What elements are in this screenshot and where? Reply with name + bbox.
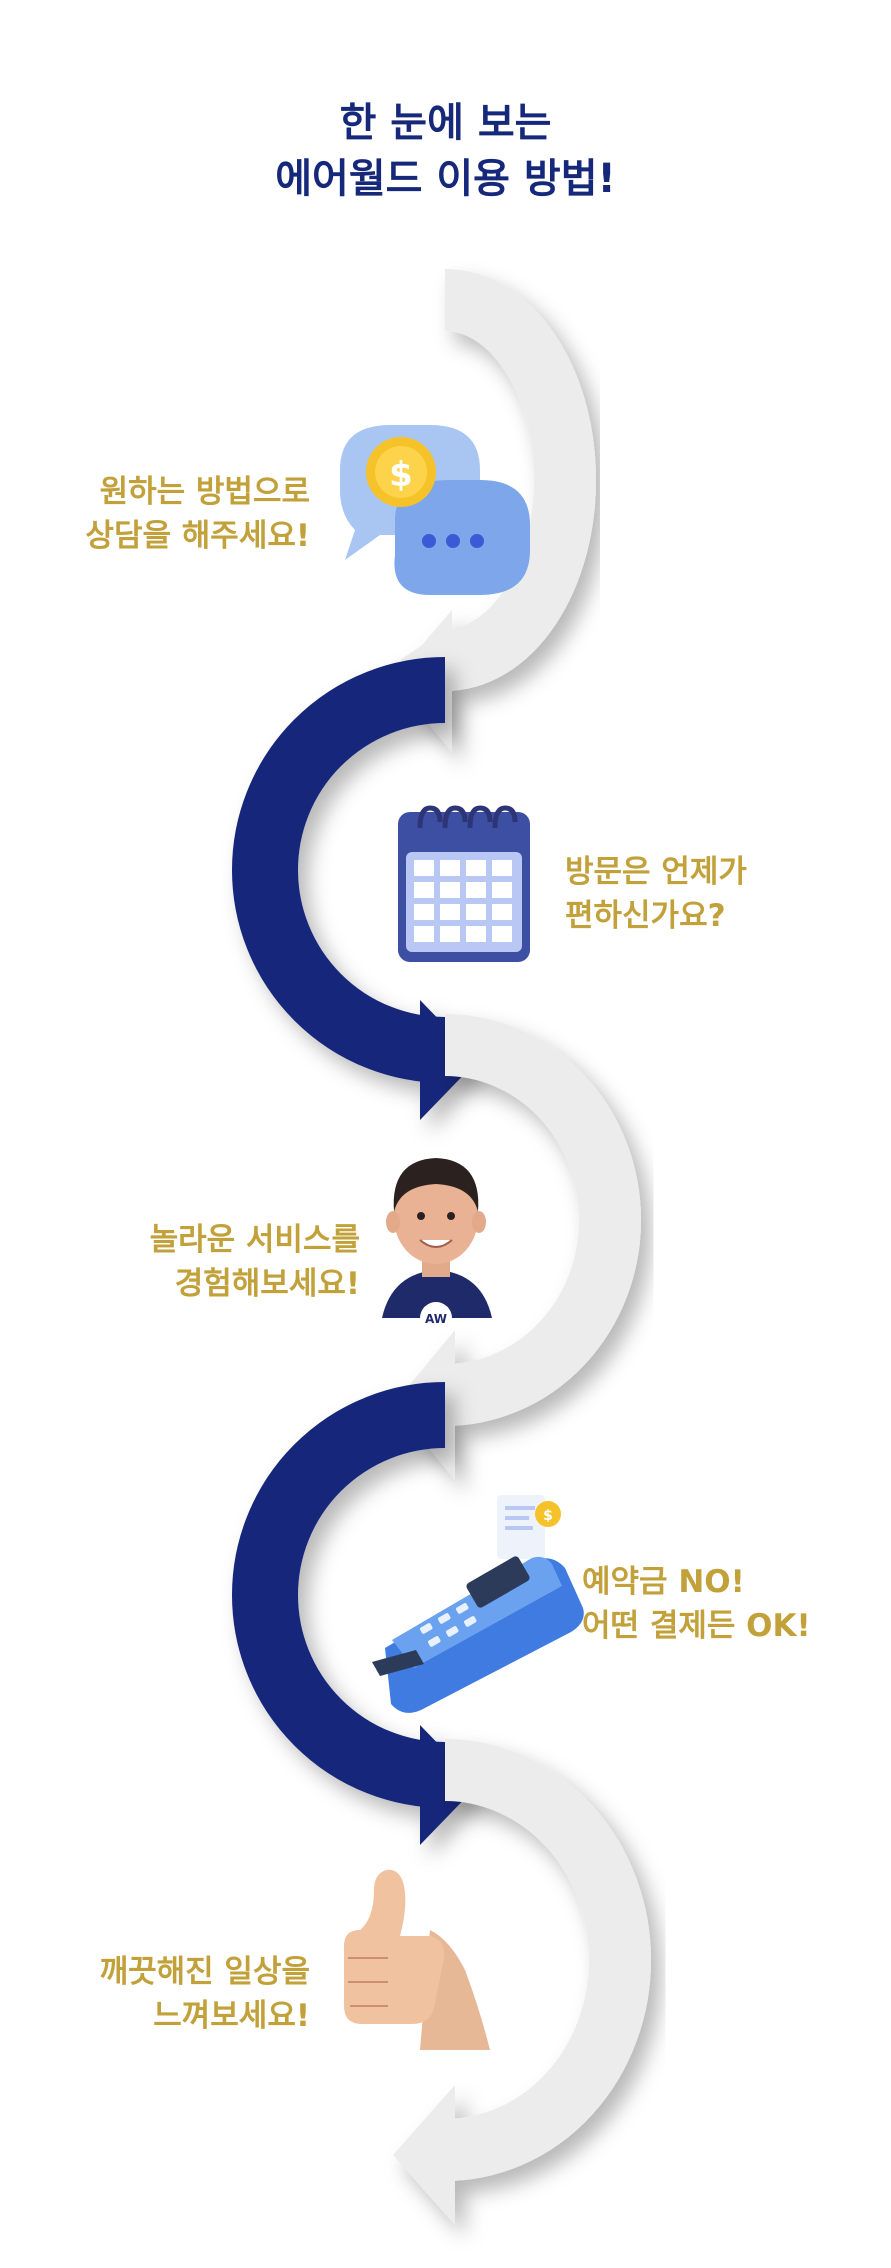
title-line-2: 에어월드 이용 방법! [275,156,616,202]
calendar-icon [398,805,530,962]
step-3-text: 놀라운 서비스를 경험해보세요! [40,1218,360,1306]
gray-arrow-3 [393,1739,651,2225]
step-5-line-1: 깨끗해진 일상을 [99,1954,310,1990]
step-1-line-1: 원하는 방법으로 [99,474,310,510]
step-1-text: 원하는 방법으로 상담을 해주세요! [40,470,310,558]
step-4-line-2: 어떤 결제든 OK! [582,1608,811,1644]
step-4-line-1: 예약금 NO! [582,1564,745,1600]
step-2-text: 방문은 언제가 편하신가요? [565,850,865,938]
step-3-line-1: 놀라운 서비스를 [149,1222,360,1258]
step-5-line-2: 느껴보세요! [153,1998,310,2034]
avatar-badge-text: AW [425,1312,447,1326]
technician-avatar-icon: AW [382,1158,492,1334]
step-4-text: 예약금 NO! 어떤 결제든 OK! [582,1560,882,1648]
step-5-text: 깨끗해진 일상을 느껴보세요! [40,1950,310,2038]
step-2-line-1: 방문은 언제가 [565,854,747,890]
svg-text:$: $ [389,455,413,495]
step-3-line-2: 경험해보세요! [174,1266,360,1302]
svg-text:$: $ [543,1508,553,1524]
step-1-line-2: 상담을 해주세요! [85,518,310,554]
page-title: 한 눈에 보는 에어월드 이용 방법! [0,95,891,207]
thumbs-up-icon [344,1869,490,2050]
title-line-1: 한 눈에 보는 [339,100,552,146]
card-terminal-icon: $ [372,1495,584,1713]
step-2-line-2: 편하신가요? [565,898,726,934]
chat-coin-icon: $ [340,425,530,595]
